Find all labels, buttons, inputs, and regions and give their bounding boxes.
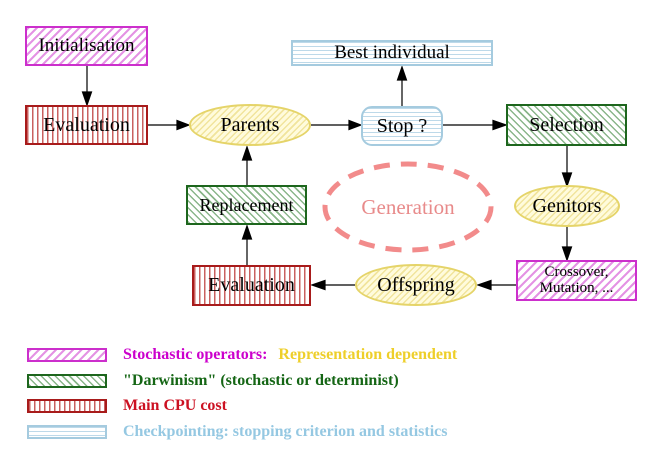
legend-text-checkpointing: Checkpointing: stopping criterion and st… xyxy=(123,423,448,440)
arrow-stop-to-best-individual xyxy=(396,65,408,106)
legend-row-darwinism: "Darwinism" (stochastic or determinist) xyxy=(0,372,662,390)
node-best-individual-label: Best individual xyxy=(334,42,450,64)
node-selection: Selection xyxy=(506,104,627,146)
node-initialisation: Initialisation xyxy=(25,26,148,66)
node-initialisation-label: Initialisation xyxy=(38,35,135,57)
node-generation-label: Generation xyxy=(361,194,455,219)
node-parents: Parents xyxy=(189,104,311,146)
legend-swatch-cyan-hlines xyxy=(27,425,107,439)
node-crossover-line2: Mutation, ... xyxy=(539,279,614,296)
node-replacement: Replacement xyxy=(186,185,307,225)
legend-swatch-green-hatch xyxy=(27,374,107,388)
node-stop: Stop ? xyxy=(361,106,443,146)
arrow-evaluation-to-replacement xyxy=(241,224,253,265)
node-parents-label: Parents xyxy=(220,113,280,136)
node-evaluation-bottom-label: Evaluation xyxy=(208,274,295,296)
node-genitors: Genitors xyxy=(514,185,620,227)
arrow-parents-to-stop xyxy=(311,119,363,131)
arrow-stop-to-selection xyxy=(443,119,508,131)
legend-row-checkpointing: Checkpointing: stopping criterion and st… xyxy=(0,423,662,441)
arrow-selection-to-genitors xyxy=(561,146,573,188)
arrow-evaluation-to-parents xyxy=(148,119,191,131)
arrow-initialisation-to-evaluation xyxy=(81,66,93,107)
legend-text-stochastic-operators: Stochastic operators: xyxy=(123,346,268,363)
legend-text-representation-dependent: Representation dependent xyxy=(278,346,458,363)
node-offspring-label: Offspring xyxy=(377,273,455,296)
node-stop-label: Stop ? xyxy=(376,114,428,137)
legend-swatch-magenta-hatch xyxy=(27,348,107,362)
legend-swatch-red-vlines xyxy=(27,399,107,413)
node-best-individual: Best individual xyxy=(291,40,493,66)
legend-row-main-cpu-cost: Main CPU cost xyxy=(0,397,662,415)
arrow-replacement-to-parents xyxy=(241,145,253,185)
node-replacement-label: Replacement xyxy=(199,194,294,215)
arrow-crossover-to-offspring xyxy=(476,279,516,291)
legend-text-darwinism: "Darwinism" (stochastic or determinist) xyxy=(123,372,399,389)
node-generation: Generation xyxy=(325,164,491,250)
node-evaluation-top: Evaluation xyxy=(25,105,148,145)
legend-row-stochastic-operators: Stochastic operators: Representation depe… xyxy=(0,346,662,364)
arrow-genitors-to-crossover xyxy=(561,227,573,262)
legend-text-main-cpu-cost: Main CPU cost xyxy=(123,397,227,414)
node-crossover-line1: Crossover, xyxy=(544,263,609,280)
legend-text-stochastic: Stochastic operators: Representation depe… xyxy=(123,346,457,364)
node-genitors-label: Genitors xyxy=(532,194,602,217)
generation-dashed-ellipse xyxy=(322,161,494,253)
arrow-offspring-to-evaluation xyxy=(310,279,355,291)
node-crossover-mutation: Crossover, Mutation, ... xyxy=(516,260,637,301)
node-offspring: Offspring xyxy=(355,264,477,306)
node-evaluation-top-label: Evaluation xyxy=(43,113,130,136)
node-evaluation-bottom: Evaluation xyxy=(192,265,311,306)
node-selection-label: Selection xyxy=(529,113,604,136)
